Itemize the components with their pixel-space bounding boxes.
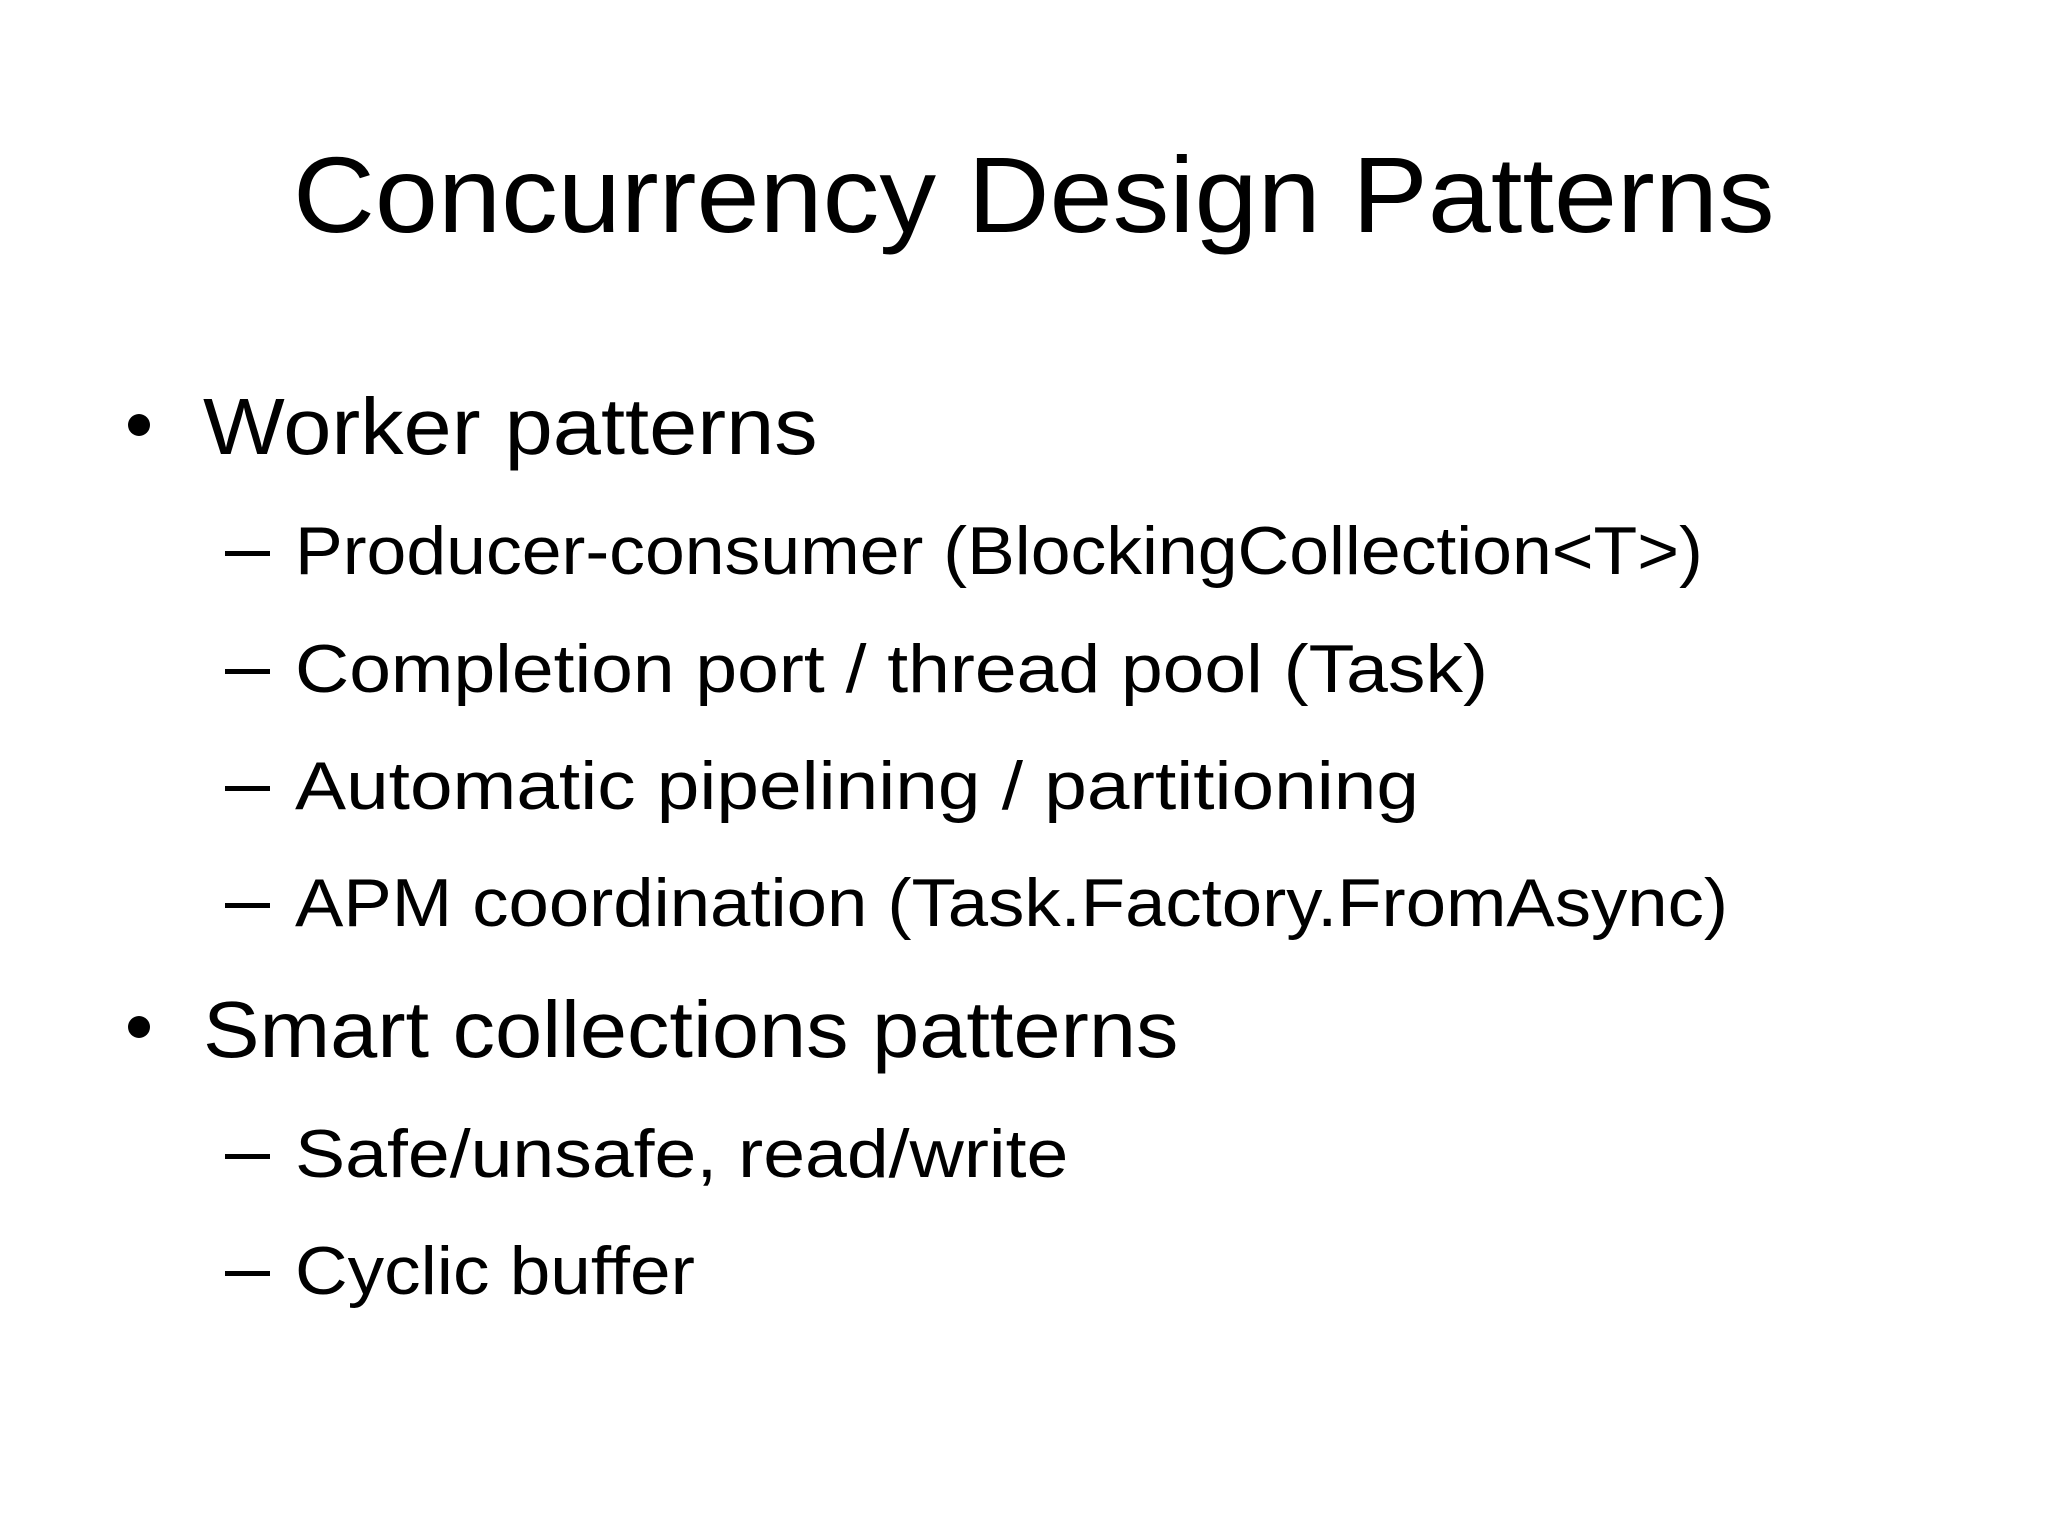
bullet-dot-icon	[128, 414, 150, 436]
dash-icon	[225, 669, 270, 674]
dash-icon	[225, 903, 270, 908]
sub-bullet-producer-consumer: Producer-consumer (BlockingCollection<T>…	[295, 513, 1703, 589]
sub-bullet-safe-unsafe: Safe/unsafe, read/write	[295, 1116, 1069, 1192]
bullet-dot-icon	[128, 1016, 150, 1038]
sub-bullet-automatic-pipelining: Automatic pipelining / partitioning	[295, 748, 1419, 824]
dash-icon	[225, 1154, 270, 1159]
dash-icon	[225, 1271, 270, 1276]
slide-title: Concurrency Design Patterns	[293, 134, 1775, 255]
bullet-worker-patterns: Worker patterns	[203, 382, 818, 471]
dash-icon	[225, 551, 270, 556]
sub-bullet-cyclic-buffer: Cyclic buffer	[295, 1233, 695, 1309]
dash-icon	[225, 786, 270, 791]
sub-bullet-completion-port: Completion port / thread pool (Task)	[295, 631, 1488, 707]
sub-bullet-apm-coordination: APM coordination (Task.Factory.FromAsync…	[295, 865, 1728, 941]
bullet-smart-collections: Smart collections patterns	[203, 985, 1179, 1074]
